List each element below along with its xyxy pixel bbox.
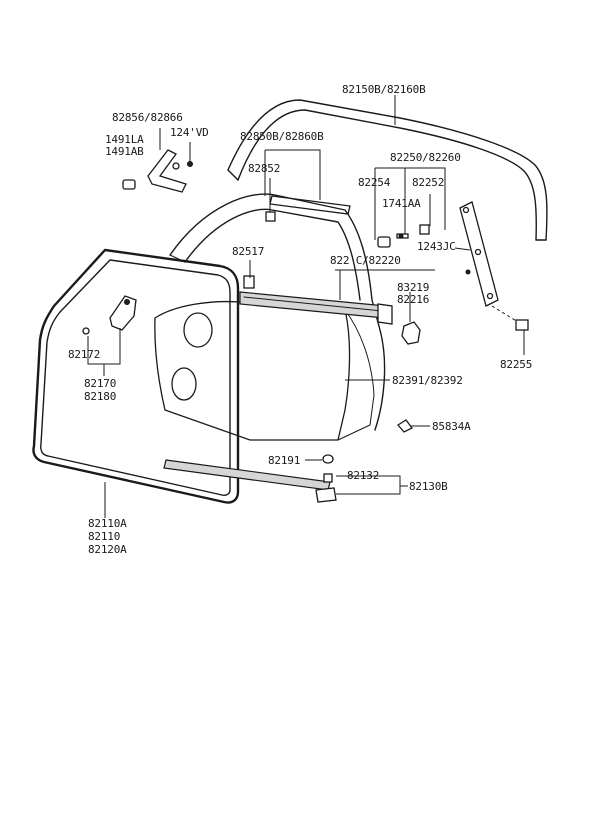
label-mirror-b: 82180 (84, 390, 116, 403)
label-belt-molding: 82850B/82860B (240, 130, 324, 143)
seal-83219-part (401, 321, 421, 345)
label-weatherstrip-inner: 822'C/82220 (330, 254, 401, 267)
label-clip-82852: 82852 (248, 162, 280, 175)
label-clip-82254: 82254 (358, 176, 391, 189)
label-screw-1741: 1741AA (382, 197, 421, 210)
label-clip-82191: 82191 (268, 454, 300, 467)
label-lower-seal: 82130B (409, 480, 448, 493)
clip-82517-part (243, 275, 255, 289)
label-plug: 85834A (432, 420, 471, 433)
label-door-seal-b: 82110 (88, 530, 120, 543)
label-channel: 82250/82260 (390, 151, 461, 164)
door-inner-panel (154, 300, 375, 441)
label-trim-seal: 82391/82392 (392, 374, 463, 387)
label-mirror-a: 82170 (84, 377, 116, 390)
label-bracket: 82856/82866 (112, 111, 183, 124)
label-screw: 124'VD (170, 126, 209, 139)
small-clips-part (322, 419, 413, 464)
label-door-seal-a: 82110A (88, 517, 127, 530)
label-seal-83219: 83219 (397, 281, 429, 294)
channel-clips-part (377, 224, 430, 248)
inner-belt-channel-part (239, 291, 393, 325)
label-clip-82172: 82172 (68, 348, 100, 361)
label-screw-1243: 1243JC (417, 240, 456, 253)
door-weatherstrip-part (32, 248, 240, 504)
label-bolt-a: 1491LA (105, 133, 144, 146)
label-door-seal-c: 82120A (88, 543, 127, 556)
label-clip-82132: 82132 (347, 469, 379, 482)
label-seal-82216: 82216 (397, 293, 429, 306)
label-clip-82252: 82252 (412, 176, 444, 189)
lower-seal-part (163, 459, 337, 503)
roof-molding-part (227, 99, 548, 241)
label-clip-82255: 82255 (500, 358, 532, 371)
mirror-mount-part (82, 295, 137, 335)
bracket-part (122, 149, 193, 193)
label-bolt-b: 1491AB (105, 145, 144, 158)
label-clip-82517: 82517 (232, 245, 264, 258)
part-labels: 82150B/82160B 82856/82866 1491LA 1491AB … (68, 83, 532, 556)
clip-82852-part (265, 211, 276, 222)
leader-lines (87, 95, 525, 518)
label-roof-molding: 82150B/82160B (342, 83, 426, 96)
run-channel-part (459, 201, 529, 331)
